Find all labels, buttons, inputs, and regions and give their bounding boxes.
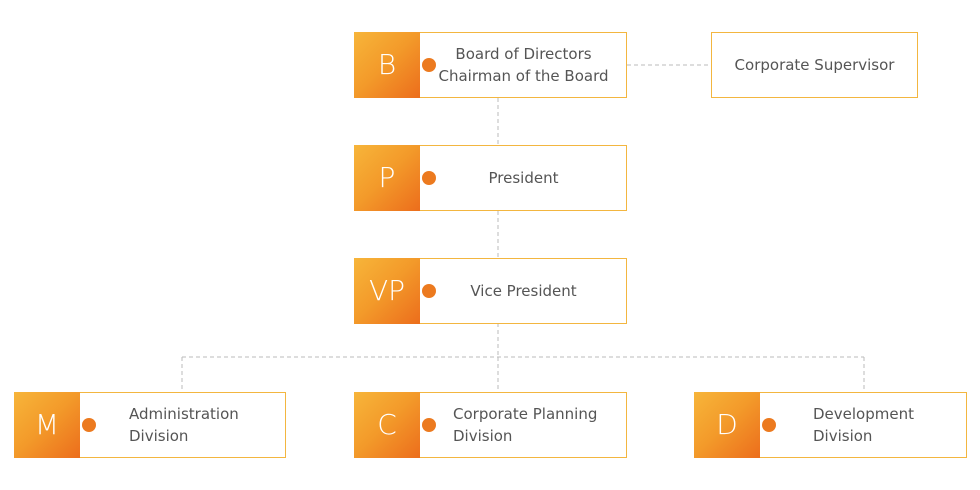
- development-badge: D: [694, 392, 760, 458]
- president-box[interactable]: P President: [354, 145, 627, 211]
- development-division-box[interactable]: D Development Division: [694, 392, 967, 458]
- planning-badge-letter: C: [377, 408, 397, 441]
- development-label: Development Division: [813, 393, 962, 457]
- vice-president-badge-letter: VP: [368, 274, 406, 307]
- board-label: Board of Directors Chairman of the Board: [421, 33, 626, 97]
- vice-president-label-line-1: Vice President: [470, 282, 577, 300]
- planning-label-line-2: Division: [453, 427, 513, 445]
- vice-president-label: Vice President: [421, 259, 626, 323]
- president-badge: P: [354, 145, 420, 211]
- administration-label-line-2: Division: [129, 427, 189, 445]
- development-label-line-2: Division: [813, 427, 873, 445]
- president-label-line-1: President: [488, 169, 559, 187]
- puzzle-tab-icon: [422, 58, 436, 72]
- corporate-planning-division-box[interactable]: C Corporate Planning Division: [354, 392, 627, 458]
- board-label-line-1: Board of Directors: [455, 45, 592, 63]
- administration-division-box[interactable]: M Administration Division: [14, 392, 286, 458]
- planning-label-line-1: Corporate Planning: [453, 405, 598, 423]
- planning-badge: C: [354, 392, 420, 458]
- planning-label: Corporate Planning Division: [453, 393, 622, 457]
- board-of-directors-box[interactable]: B Board of Directors Chairman of the Boa…: [354, 32, 627, 98]
- vice-president-badge: VP: [354, 258, 420, 324]
- development-label-line-1: Development: [813, 405, 914, 423]
- administration-badge-letter: M: [34, 408, 60, 441]
- administration-label: Administration Division: [129, 393, 281, 457]
- board-label-line-2: Chairman of the Board: [438, 67, 609, 85]
- board-badge: B: [354, 32, 420, 98]
- puzzle-tab-icon: [422, 284, 436, 298]
- puzzle-tab-icon: [422, 171, 436, 185]
- president-badge-letter: P: [378, 161, 396, 194]
- administration-badge: M: [14, 392, 80, 458]
- puzzle-tab-icon: [82, 418, 96, 432]
- development-badge-letter: D: [716, 408, 738, 441]
- administration-label-line-1: Administration: [129, 405, 239, 423]
- president-label: President: [421, 146, 626, 210]
- supervisor-label-line-1: Corporate Supervisor: [734, 56, 895, 74]
- board-badge-letter: B: [377, 48, 397, 81]
- supervisor-label: Corporate Supervisor: [712, 33, 917, 97]
- puzzle-tab-icon: [422, 418, 436, 432]
- corporate-supervisor-box[interactable]: Corporate Supervisor: [711, 32, 918, 98]
- vice-president-box[interactable]: VP Vice President: [354, 258, 627, 324]
- puzzle-tab-icon: [762, 418, 776, 432]
